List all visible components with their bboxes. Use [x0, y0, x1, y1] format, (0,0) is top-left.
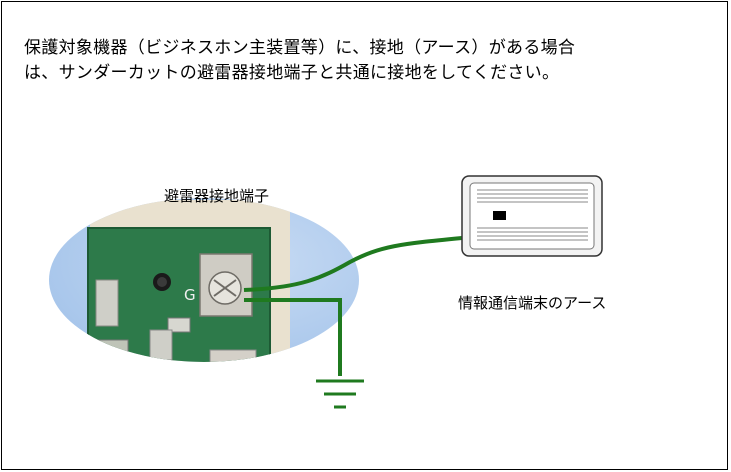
device-indicator [493, 211, 506, 220]
arrester-ground-terminal-label: 避雷器接地端子 [164, 187, 270, 205]
instruction-line-1: 保護対象機器（ビジネスホン主装置等）に、接地（アース）がある場合 [24, 38, 576, 58]
ground-wire-to-device [243, 236, 463, 292]
instruction-line-2: は、サンダーカットの避雷器接地端子と共通に接地をしてください。 [24, 63, 560, 83]
terminal-letter: G [184, 286, 196, 304]
telecom-device-icon [461, 175, 603, 257]
terminal-earth-label: 情報通信端末のアース [458, 294, 607, 312]
arrester-photo: G [49, 198, 359, 362]
ground-wire-to-earth [244, 298, 342, 376]
instruction-text: 保護対象機器（ビジネスホン主装置等）に、接地（アース）がある場合 は、サンダーカ… [24, 36, 714, 86]
ground-symbol-icon [316, 379, 364, 409]
